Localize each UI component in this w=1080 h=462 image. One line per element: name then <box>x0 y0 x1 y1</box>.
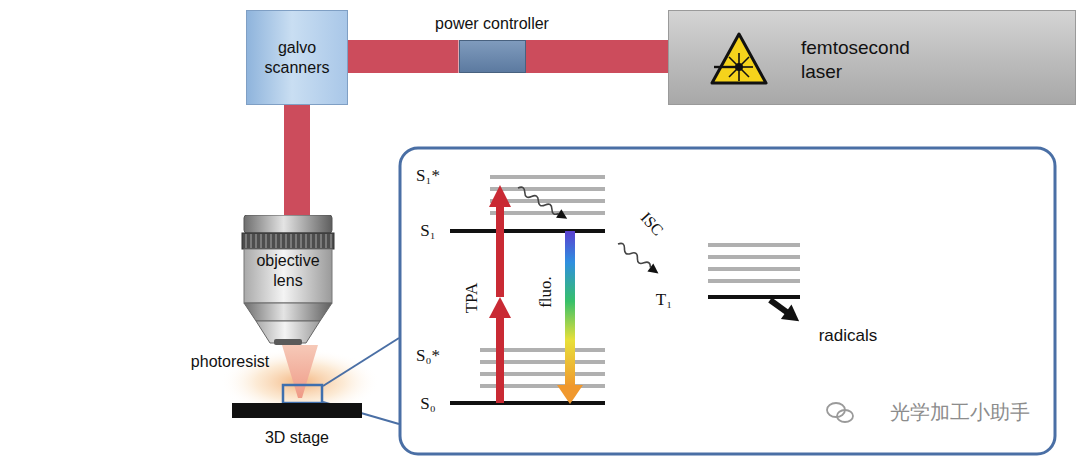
light-cone <box>282 345 318 398</box>
controller-body <box>459 40 526 73</box>
process-label: fluo. <box>537 276 556 308</box>
isc-wave <box>615 240 661 277</box>
scanner-box: galvo scanners <box>246 10 348 105</box>
radicals-arrow <box>765 293 805 329</box>
inset-panel <box>400 148 1055 454</box>
tpa-arrows <box>489 185 511 403</box>
state-label: S₀ <box>420 395 435 414</box>
laser-beam <box>284 105 310 215</box>
stage-label: 3D stage <box>232 428 362 448</box>
watermark: 光学加工小助手 <box>890 401 1030 423</box>
leader-line <box>323 338 399 386</box>
state-label: T₁ <box>656 291 672 310</box>
lens-label: objective lens <box>244 251 332 291</box>
power-controller: power controller <box>412 14 572 75</box>
state-label: S₁ <box>420 222 435 241</box>
relaxation-wave <box>515 184 569 223</box>
laser-box: femtosecond laser <box>668 10 1076 105</box>
laser-beam <box>526 40 669 73</box>
state-label: S₁* <box>416 167 440 186</box>
state-label: S₀* <box>416 347 440 366</box>
fluorescence-arrow <box>557 231 583 404</box>
box-label: femtosecond laser <box>801 36 951 84</box>
product-label: radicals <box>819 327 878 346</box>
laser-beam <box>348 40 459 73</box>
stage: 3D stage <box>232 403 362 455</box>
laser-warning-icon <box>709 31 769 87</box>
process-label: TPA <box>463 283 482 314</box>
box-label: galvo scanners <box>253 38 341 78</box>
objective-lens: objective lens <box>240 215 336 345</box>
box-heading: power controller <box>412 14 572 34</box>
vibrational-levels <box>480 177 800 386</box>
material-label: photoresist <box>191 353 269 371</box>
focus-marker <box>283 385 322 403</box>
stage-plate <box>232 403 362 418</box>
watermark-icon <box>827 403 853 422</box>
